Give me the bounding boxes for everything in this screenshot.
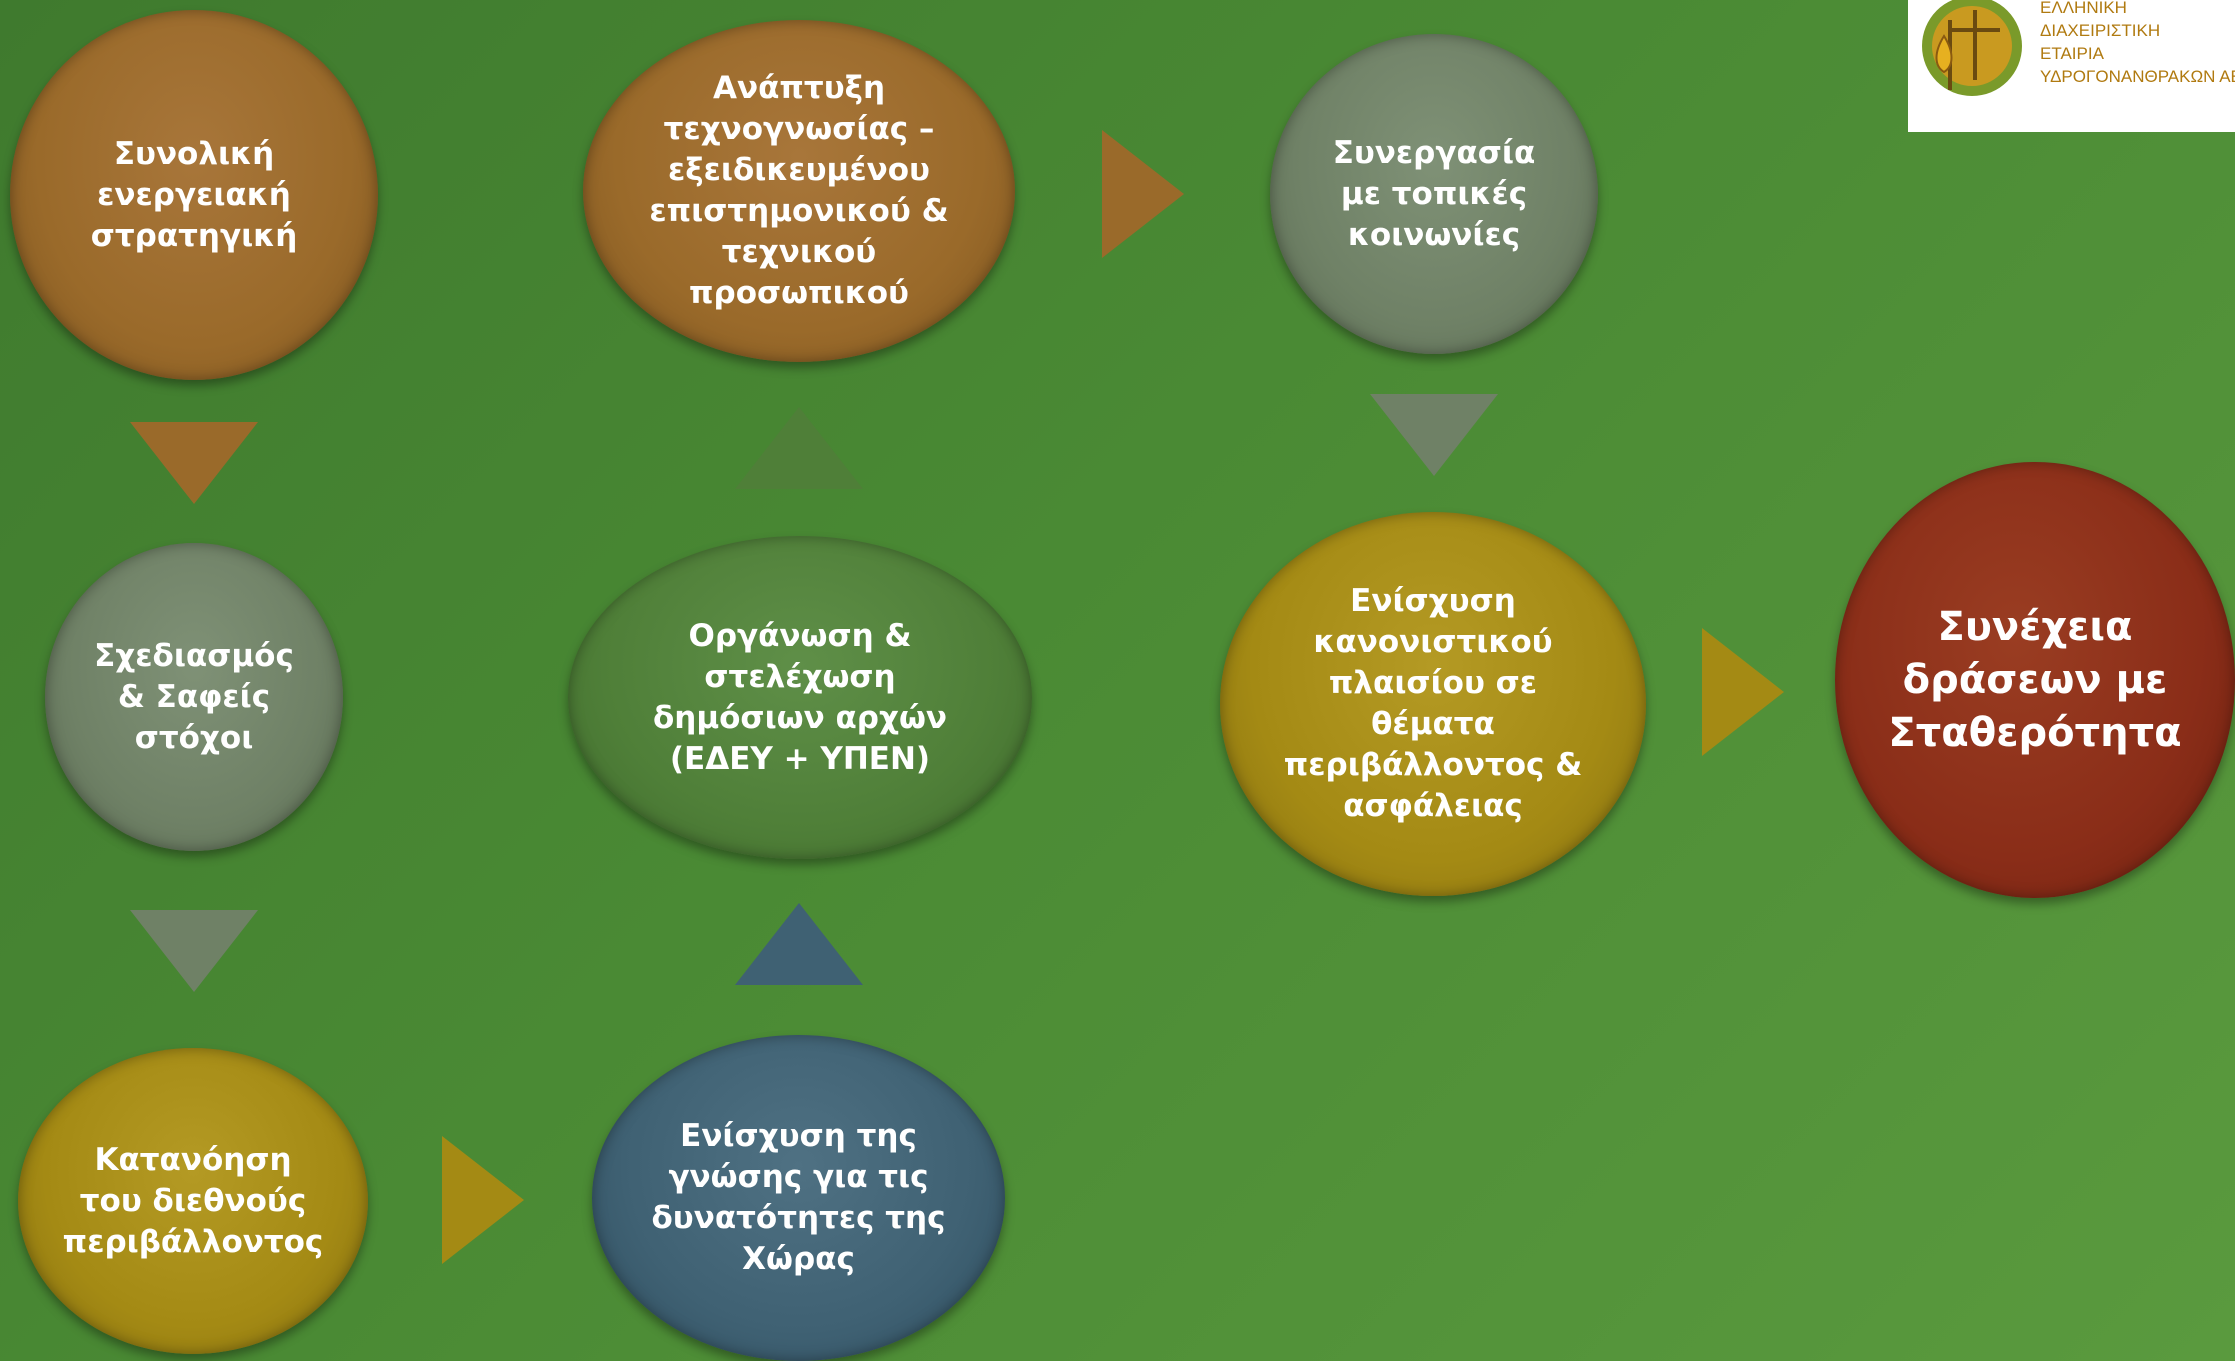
node-text-line: τεχνικού [721, 234, 877, 270]
node-text-line: πλαισίου σε [1328, 665, 1538, 701]
node-text-line: δημόσιων αρχών [652, 699, 948, 736]
node-text-line: επιστημονικού & [649, 193, 949, 229]
node-international-environment: Κατανόηση του διεθνούς περιβάλλοντος [18, 1048, 368, 1354]
node-text-line: Οργάνωση & [688, 617, 912, 654]
arrow-down-planning-to-understanding [130, 910, 258, 992]
node-knowledge-text: Ενίσχυση της γνώσης για τις δυνατότητες … [651, 1116, 945, 1280]
node-planning-goals: Σχεδιασμός & Σαφείς στόχοι [45, 543, 343, 851]
node-text-line: Ανάπτυξη [712, 70, 886, 106]
node-text-line: γνώσης για τις [668, 1159, 929, 1195]
node-text-line: & Σαφείς [117, 678, 271, 715]
node-energy-strategy-text: Συνολική ενεργειακή στρατηγική [91, 134, 298, 257]
node-text-line: Σταθερότητα [1888, 709, 2182, 756]
node-text-line: Συνολική [113, 135, 275, 172]
node-text-line: Συνεργασία [1332, 134, 1536, 171]
company-logo: ΕΛΛΗΝΙΚΗ ΔΙΑΧΕΙΡΙΣΤΙΚΗ ΕΤΑΙΡΙΑ ΥΔΡΟΓΟΝΑΝ… [1908, 0, 2235, 132]
logo-line-4: ΥΔΡΟΓΟΝΑΝΘΡΑΚΩΝ ΑΕ [2040, 67, 2235, 86]
arrow-down-strategy-to-planning [130, 422, 258, 504]
oil-drop-logo-icon [1922, 0, 2022, 96]
node-international-environment-text: Κατανόηση του διεθνούς περιβάλλοντος [63, 1140, 324, 1263]
node-text-line: τεχνογνωσίας – [663, 111, 935, 147]
node-regulatory: Ενίσχυση κανονιστικού πλαισίου σε θέματα… [1220, 512, 1646, 896]
node-cooperation-text: Συνεργασία με τοπικές κοινωνίες [1333, 133, 1536, 256]
node-text-line: εξειδικευμένου [668, 152, 930, 188]
node-text-line: ασφάλειας [1343, 788, 1523, 824]
arrow-right-understanding-to-knowledge [442, 1136, 524, 1264]
node-text-line: δράσεων με [1902, 656, 2168, 703]
logo-line-1: ΕΛΛΗΝΙΚΗ [2040, 0, 2127, 17]
node-know-how: Ανάπτυξη τεχνογνωσίας – εξειδικευμένου ε… [583, 20, 1015, 362]
node-text-line: Κατανόηση [94, 1141, 292, 1178]
node-text-line: στόχοι [134, 719, 254, 756]
node-text-line: (ΕΔΕΥ + ΥΠΕΝ) [669, 740, 931, 777]
node-text-line: Συνέχεια [1937, 603, 2133, 650]
node-organization: Οργάνωση & στελέχωση δημόσιων αρχών (ΕΔΕ… [568, 536, 1032, 859]
node-text-line: στρατηγική [90, 217, 298, 254]
arrow-right-regulatory-to-continuity [1702, 628, 1784, 756]
node-text-line: Ενίσχυση της [680, 1118, 917, 1154]
arrow-down-cooperation-to-regulatory [1370, 394, 1498, 476]
arrow-up-organization-to-knowhow [735, 407, 863, 489]
arrow-up-knowledge-to-organization [735, 903, 863, 985]
node-text-line: περιβάλλοντος [62, 1223, 324, 1260]
node-text-line: του διεθνούς [79, 1182, 307, 1219]
node-text-line: με τοπικές [1340, 175, 1528, 212]
node-text-line: Σχεδιασμός [94, 637, 294, 674]
node-text-line: προσωπικού [689, 275, 909, 311]
node-knowledge: Ενίσχυση της γνώσης για τις δυνατότητες … [592, 1035, 1005, 1361]
node-text-line: κοινωνίες [1347, 216, 1521, 253]
logo-line-2: ΔΙΑΧΕΙΡΙΣΤΙΚΗ [2040, 21, 2161, 40]
node-text-line: στελέχωση [704, 658, 896, 695]
node-continuity-text: Συνέχεια δράσεων με Σταθερότητα [1888, 601, 2181, 760]
node-text-line: περιβάλλοντος & [1283, 747, 1583, 783]
node-text-line: Ενίσχυση [1350, 583, 1516, 619]
node-regulatory-text: Ενίσχυση κανονιστικού πλαισίου σε θέματα… [1284, 581, 1582, 827]
logo-line-3: ΕΤΑΙΡΙΑ [2040, 44, 2104, 63]
node-text-line: ενεργειακή [97, 176, 291, 213]
node-know-how-text: Ανάπτυξη τεχνογνωσίας – εξειδικευμένου ε… [649, 68, 948, 314]
node-planning-goals-text: Σχεδιασμός & Σαφείς στόχοι [94, 636, 294, 759]
logo-text: ΕΛΛΗΝΙΚΗ ΔΙΑΧΕΙΡΙΣΤΙΚΗ ΕΤΑΙΡΙΑ ΥΔΡΟΓΟΝΑΝ… [2040, 0, 2235, 88]
node-text-line: κανονιστικού [1313, 624, 1553, 660]
arrow-right-knowhow-to-cooperation [1102, 130, 1184, 258]
node-text-line: θέματα [1371, 706, 1495, 742]
node-cooperation: Συνεργασία με τοπικές κοινωνίες [1270, 34, 1598, 354]
node-text-line: Χώρας [742, 1241, 855, 1277]
node-text-line: δυνατότητες της [651, 1200, 946, 1236]
node-energy-strategy: Συνολική ενεργειακή στρατηγική [10, 10, 378, 380]
node-continuity: Συνέχεια δράσεων με Σταθερότητα [1835, 462, 2235, 898]
node-organization-text: Οργάνωση & στελέχωση δημόσιων αρχών (ΕΔΕ… [653, 616, 947, 780]
